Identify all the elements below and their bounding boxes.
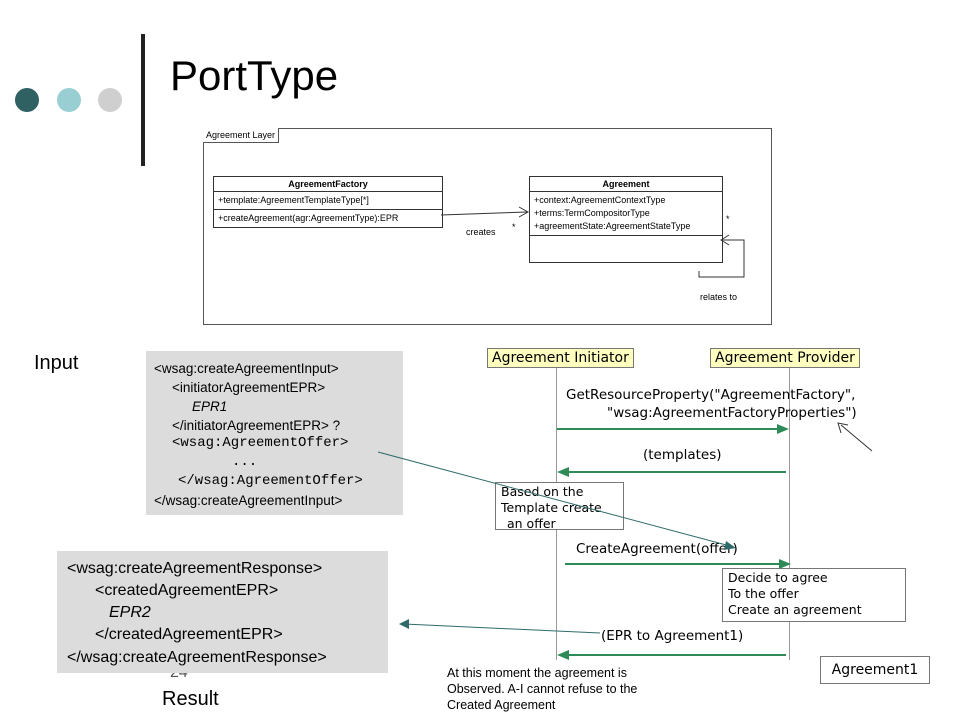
- message-get-resource-property: GetResourceProperty("AgreementFactory",: [566, 387, 856, 403]
- note-line: Create an agreement: [728, 602, 862, 617]
- input-code-box: <wsag:createAgreementInput> <initiatorAg…: [146, 351, 403, 515]
- message-templates: (templates): [643, 447, 722, 463]
- relates-to-label: relates to: [700, 292, 738, 302]
- creates-multiplicity: *: [512, 222, 516, 232]
- note-line: Based on the: [501, 484, 584, 499]
- accent-dot-teal: [57, 88, 81, 112]
- pointer-factory-properties: [840, 424, 873, 452]
- note-line: an offer: [507, 516, 556, 531]
- code-line: ...: [232, 454, 258, 470]
- class-agreement: Agreement +context:AgreementContextType …: [529, 176, 723, 263]
- class-attribute: +context:AgreementContextType: [534, 195, 666, 205]
- agreement-initiator-actor: Agreement Initiator: [487, 348, 634, 368]
- note-line: Template create: [501, 500, 602, 515]
- footnote-line: Observed. A-I cannot refuse to the: [447, 682, 638, 696]
- code-line: </createdAgreementEPR>: [95, 626, 283, 643]
- message-epr-to-agreement1: (EPR to Agreement1): [601, 628, 744, 644]
- relates-multiplicity: *: [726, 214, 730, 224]
- accent-dot-grey: [98, 88, 122, 112]
- message-templates-arrowhead: [557, 467, 569, 477]
- note-line: To the offer: [728, 586, 799, 601]
- footnote: At this moment the agreement is Observed…: [447, 665, 637, 713]
- code-line: </wsag:createAgreementInput>: [154, 493, 343, 508]
- class-attribute: +terms:TermCompositorType: [534, 208, 650, 218]
- code-line: <wsag:createAgreementResponse>: [67, 560, 323, 577]
- page-title: PortType: [170, 52, 339, 99]
- code-line: EPR2: [109, 604, 151, 621]
- code-line: <wsag:AgreementOffer>: [172, 435, 349, 451]
- message-get-resource-property-arrowhead: [777, 424, 789, 434]
- result-code-box: <wsag:createAgreementResponse> <createdA…: [57, 551, 388, 673]
- note-create-offer: Based on the Template create an offer: [495, 482, 624, 531]
- code-line: <createdAgreementEPR>: [95, 582, 279, 599]
- class-operations-empty: [530, 236, 722, 262]
- pointer-response-arrowhead: [399, 619, 409, 629]
- code-line: </wsag:AgreementOffer>: [178, 473, 363, 489]
- code-line: <wsag:createAgreementInput>: [154, 361, 339, 376]
- code-line: </wsag:createAgreementResponse>: [67, 649, 327, 666]
- message-get-resource-property-cont: "wsag:AgreementFactoryProperties"): [607, 405, 857, 421]
- class-attribute: +agreementState:AgreementStateType: [534, 221, 691, 231]
- agreement-provider-actor: Agreement Provider: [710, 348, 860, 368]
- footnote-line: At this moment the agreement is: [447, 666, 627, 680]
- pointer-factory-properties-arrowhead: [837, 422, 849, 434]
- class-name: Agreement: [530, 177, 722, 192]
- note-decide-to-agree: Decide to agree To the offer Create an a…: [722, 568, 906, 622]
- input-label: Input: [34, 352, 79, 374]
- footnote-line: Created Agreement: [447, 698, 556, 712]
- provider-lifeline: [789, 368, 790, 660]
- class-operation: +createAgreement(agr:AgreementType):EPR: [218, 213, 399, 223]
- code-line: </initiatorAgreementEPR> ?: [172, 418, 341, 433]
- pointer-response-from-epr: [403, 623, 601, 634]
- code-line: EPR1: [192, 399, 228, 414]
- creates-label: creates: [466, 227, 496, 237]
- agreement1-box: Agreement1: [820, 656, 930, 684]
- accent-dot-dark: [15, 88, 39, 112]
- uml-frame-label: Agreement Layer: [203, 128, 280, 143]
- class-agreement-factory: AgreementFactory +template:AgreementTemp…: [213, 176, 443, 228]
- class-name: AgreementFactory: [214, 177, 442, 192]
- note-line: Decide to agree: [728, 570, 828, 585]
- class-attribute: +template:AgreementTemplateType[*]: [214, 192, 442, 210]
- code-line: <initiatorAgreementEPR>: [172, 380, 326, 395]
- class-attribute-list: +context:AgreementContextType +terms:Ter…: [530, 192, 722, 236]
- message-epr-arrowhead: [557, 650, 569, 660]
- title-divider: [141, 34, 145, 166]
- result-label: Result: [162, 688, 219, 710]
- message-create-agreement: CreateAgreement(offer): [576, 541, 738, 557]
